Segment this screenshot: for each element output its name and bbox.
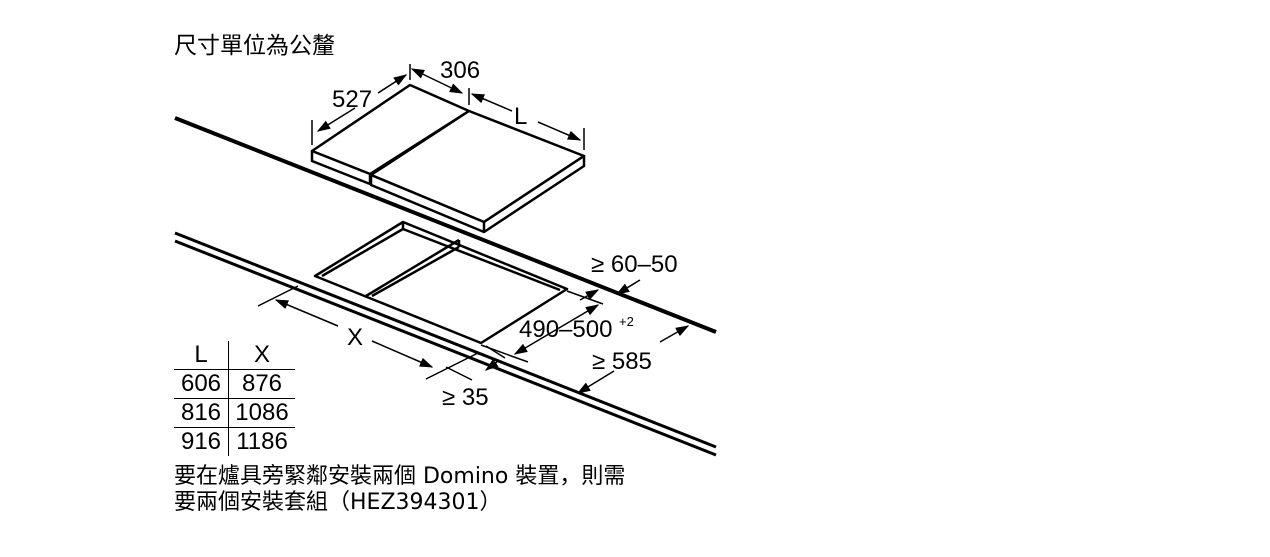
installation-note-line-2: 要兩個安裝套組（HEZ394301） [174,490,502,515]
table-cell-l: 916 [174,427,229,456]
dim-min-depth [576,325,690,394]
dim-527-label: 527 [332,86,372,113]
dim-min-front [579,279,641,301]
dim-x [257,285,434,368]
dim-306 [410,68,470,105]
installation-note: 要在爐具旁緊鄰安裝兩個 Domino 裝置，則需 要兩個安裝套組（HEZ3943… [174,464,625,516]
dim-min-depth-label: ≥ 585 [592,348,652,375]
countertop-back-edge [174,116,717,334]
table-cell-x: 1186 [228,427,295,456]
dim-min-side [425,345,506,381]
table-header-row: L X [174,341,295,370]
table-row: 816 1086 [174,398,295,428]
dim-527 [311,64,411,145]
dim-cutout-depth-label: 490–500 [519,316,612,343]
table-row: 916 1186 [174,427,295,456]
table-cell-l: 606 [174,369,229,399]
dim-x-label: X [347,324,363,351]
table-row: 606 876 [174,369,295,399]
countertop-front-edge-top [174,231,717,449]
dim-l [470,93,585,150]
dim-l-label: L [514,103,527,130]
table-cell-l: 816 [174,398,229,428]
table-cell-x: 1086 [228,398,295,428]
table-header-x: X [253,341,270,368]
dim-cutout-tolerance: +2 [619,314,634,329]
cutout [313,220,569,345]
installation-note-line-1: 要在爐具旁緊鄰安裝兩個 Domino 裝置，則需 [174,464,626,489]
table-cell-x: 876 [228,369,295,399]
countertop-front-edge-bottom [174,239,717,457]
dimension-table: L X 606 876 816 1086 916 1186 [174,341,295,456]
units-caption: 尺寸單位為公釐 [174,33,335,59]
hob-appliance [310,83,586,234]
dim-306-label: 306 [440,57,480,84]
dim-min-front-label: ≥ 60–50 [591,251,678,278]
table-header-l: L [174,341,229,370]
dim-min-side-label: ≥ 35 [442,384,489,411]
